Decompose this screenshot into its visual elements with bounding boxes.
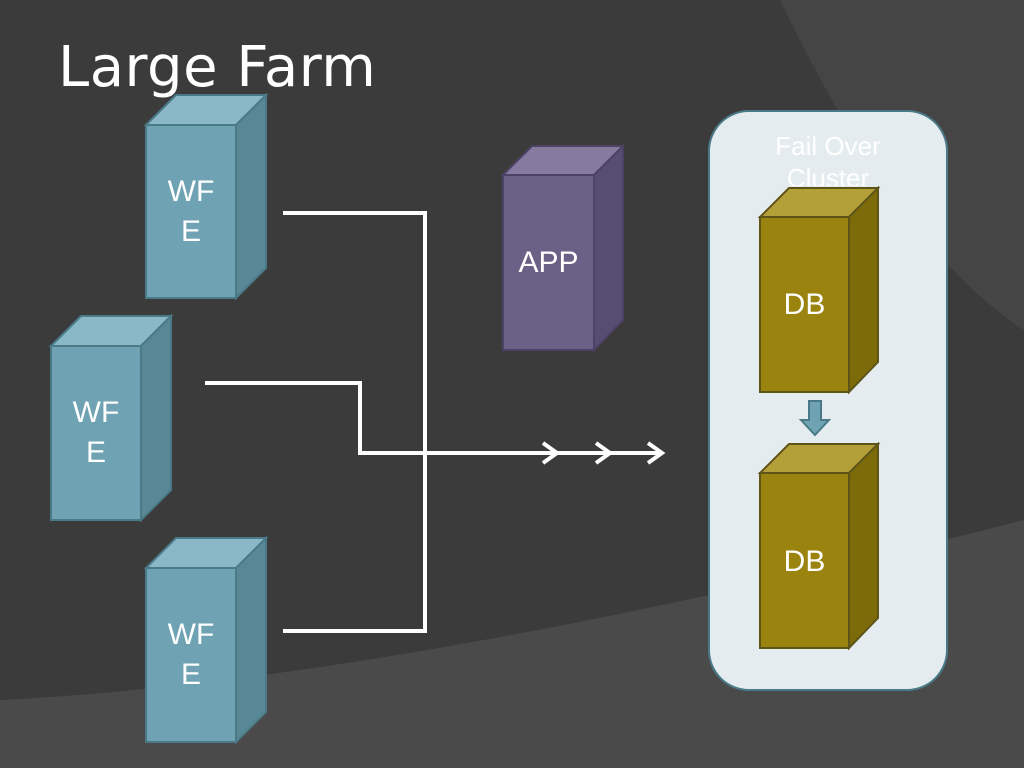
wfe-bottom-label: WF E bbox=[167, 618, 215, 691]
db-secondary-label: DB bbox=[783, 545, 826, 578]
wfe-server-middle bbox=[48, 313, 174, 523]
failover-down-arrow-icon bbox=[798, 400, 832, 437]
arrowhead-3 bbox=[646, 441, 666, 465]
app-server bbox=[500, 143, 626, 353]
db-server-secondary bbox=[757, 441, 881, 651]
wfe-top-bottom-connector bbox=[283, 211, 427, 633]
slide-title: Large Farm bbox=[58, 35, 377, 100]
arrowhead-1 bbox=[541, 441, 561, 465]
wfe-middle-connector bbox=[205, 381, 662, 455]
app-label: APP bbox=[518, 246, 579, 279]
arrowhead-2 bbox=[594, 441, 614, 465]
wfe-middle-label: WF E bbox=[72, 396, 120, 469]
db-primary-label: DB bbox=[783, 288, 826, 321]
wfe-server-bottom bbox=[143, 535, 269, 745]
connector-lines bbox=[205, 211, 666, 633]
db-server-primary bbox=[757, 185, 881, 395]
wfe-server-top bbox=[143, 92, 269, 301]
wfe-top-label: WF E bbox=[167, 175, 215, 248]
failover-cluster-label: Fail Over Cluster bbox=[775, 131, 881, 186]
